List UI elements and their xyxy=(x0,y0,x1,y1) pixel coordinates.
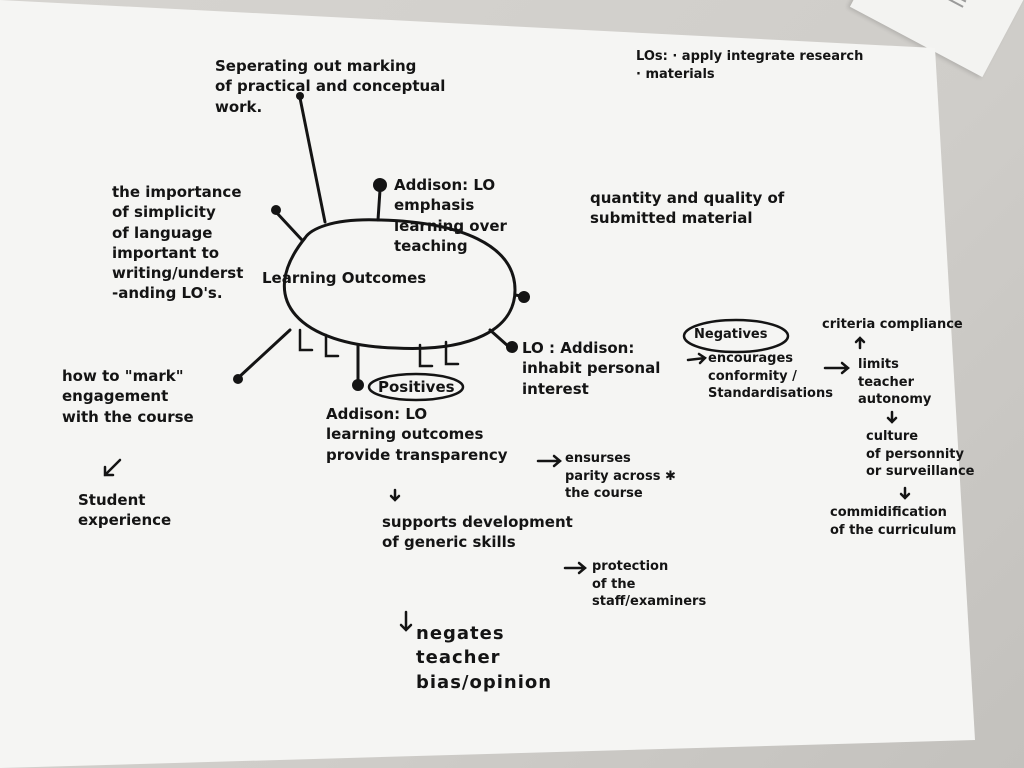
dot-mark xyxy=(233,374,243,384)
note-supports: supports development of generic skills xyxy=(382,513,573,552)
note-quantity: quantity and quality of submitted materi… xyxy=(590,189,785,228)
note-addison-right: LO : Addison: inhabit personal interest xyxy=(522,339,661,398)
arrow-to-commodification xyxy=(899,486,911,500)
note-ensures: ensurses parity across ✱ the course xyxy=(565,451,676,502)
note-addison-bottom: Addison: LO learning outcomes provide tr… xyxy=(326,405,508,464)
arrow-to-culture xyxy=(886,410,898,424)
note-lo-apply: LOs: · apply integrate research · materi… xyxy=(636,49,864,82)
note-addison-top: Addison: LO emphasis learning over teach… xyxy=(394,176,507,255)
paper-shape xyxy=(0,0,975,768)
note-student: Student experience xyxy=(78,491,172,530)
dot-addison-top xyxy=(373,178,387,192)
note-culture: culture of personnity or surveillance xyxy=(866,429,975,480)
note-commodification: commidification of the curriculum xyxy=(830,505,957,538)
spoke-practical xyxy=(298,96,327,224)
center-label: Learning Outcomes xyxy=(262,269,427,287)
arrow-to-ensures xyxy=(536,454,562,468)
dot-practical xyxy=(296,92,304,100)
note-simplicity: the importance of simplicity of language… xyxy=(112,183,244,303)
negatives-label: Negatives xyxy=(694,327,768,342)
note-protection: protection of the staff/examiners xyxy=(592,559,707,610)
note-limits: limits teacher autonomy xyxy=(858,357,932,408)
spoke-simplicity xyxy=(274,210,304,242)
dot-simplicity xyxy=(271,205,281,215)
positives-label: Positives xyxy=(378,378,455,396)
arrow-to-protection xyxy=(563,561,587,575)
dot-positives xyxy=(352,379,364,391)
spoke-addison-top xyxy=(376,188,382,222)
arrow-to-criteria xyxy=(854,336,866,350)
arrow-to-student xyxy=(103,458,122,477)
spoke-mark xyxy=(236,328,292,380)
note-mark: how to "mark" engagement with the course xyxy=(62,367,194,426)
negatives-circle xyxy=(682,318,790,354)
dot-nub xyxy=(518,291,530,303)
arrow-to-negatives xyxy=(686,352,707,365)
spoke-addison-right xyxy=(488,328,510,348)
dot-addison-right xyxy=(506,341,518,353)
central-bubble xyxy=(283,218,517,350)
arrow-to-limits xyxy=(823,361,850,375)
note-criteria: criteria compliance xyxy=(822,317,963,332)
arrow-to-supports xyxy=(389,488,401,502)
note-negates: negates teacher bias/opinion xyxy=(416,623,553,693)
arrow-to-negates xyxy=(399,610,413,632)
positives-circle xyxy=(367,372,465,402)
note-encourages: encourages conformity / Standardisations xyxy=(708,351,833,402)
note-practical: Seperating out marking of practical and … xyxy=(215,57,446,116)
bubble-legs xyxy=(298,328,460,368)
